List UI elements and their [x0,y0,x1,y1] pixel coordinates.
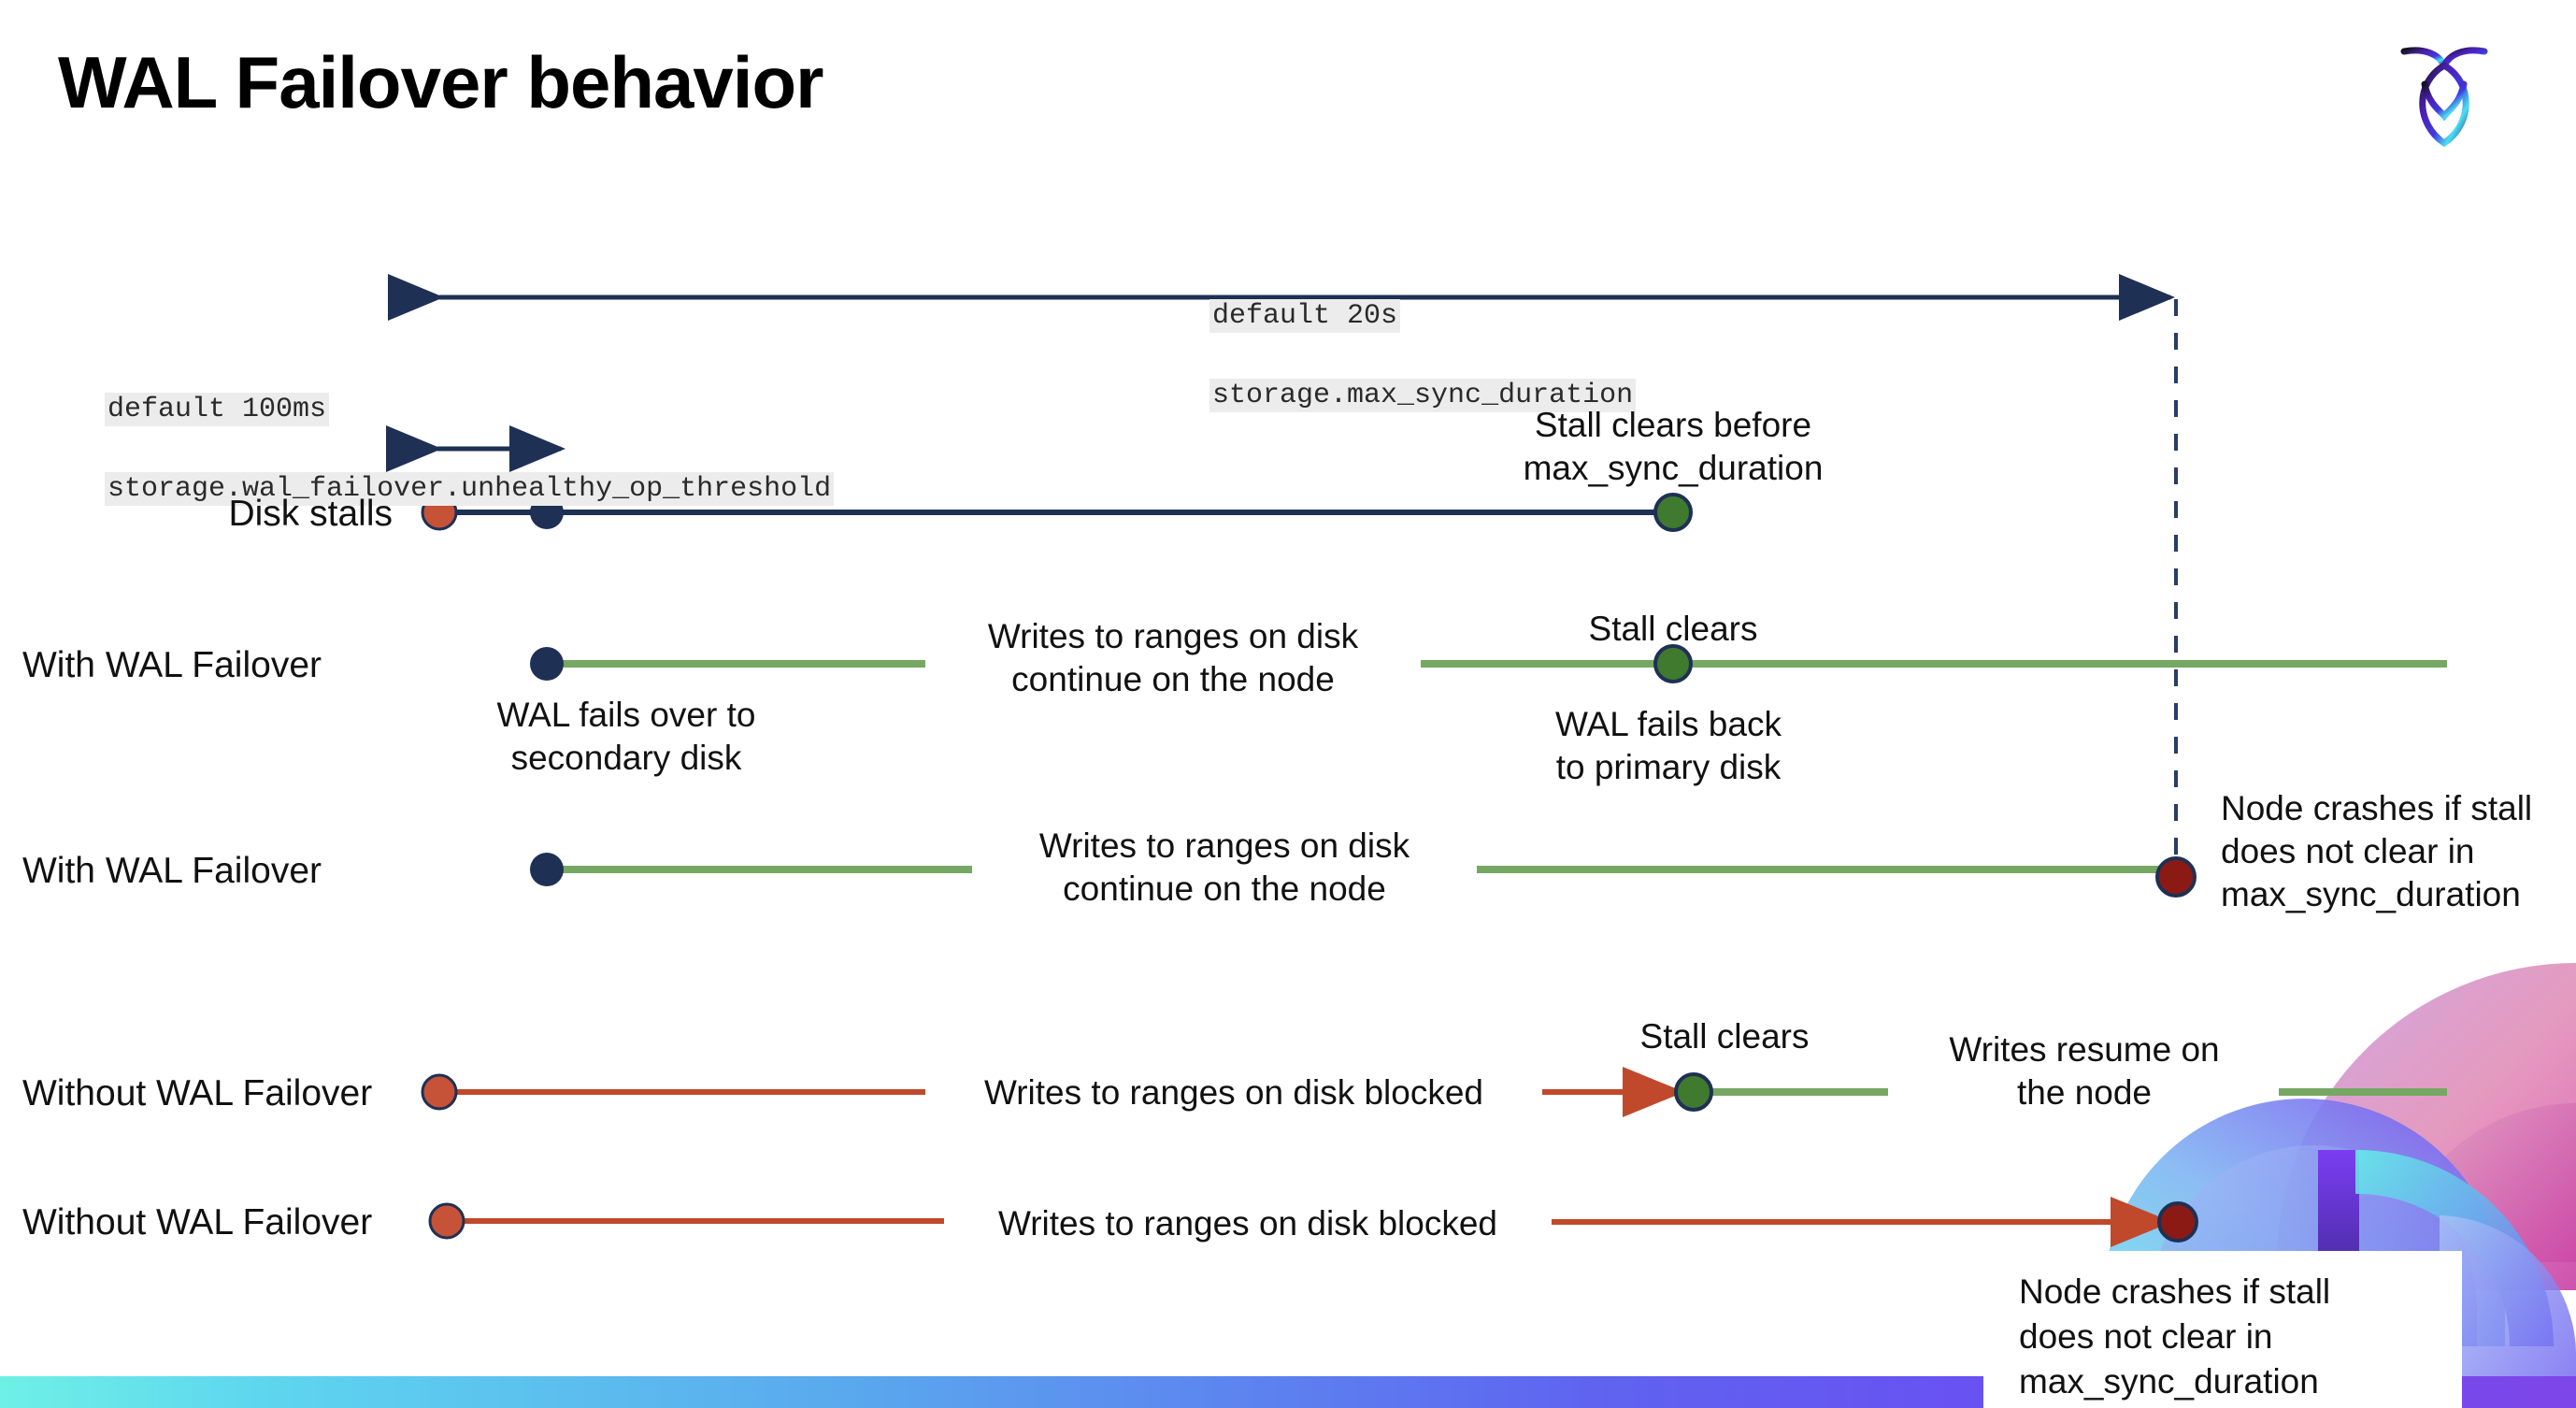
annotation-writes-continue-1: Writes to ranges on disk continue on the… [925,615,1421,701]
timeline-row-with-wal-failover-2 [530,853,2197,898]
row-label-without-wal-failover-2: Without WAL Failover [22,1202,373,1243]
max-sync-duration-setting-chip: default 20s storage.max_sync_duration [1142,256,1637,455]
node-crashes-callout: Node crashes if stall does not clear in … [1983,1251,2462,1408]
annotation-node-crashes-2: Node crashes if stall does not clear in … [2019,1272,2331,1401]
max-sync-default-label: default 20s [1209,298,1401,333]
row-label-without-wal-failover-1: Without WAL Failover [22,1073,373,1113]
annotation-stall-clears-1: Stall clears [1588,610,1758,648]
annotation-stall-clears-before: Stall clears before max_sync_duration [1523,406,1824,487]
page-title: WAL Failover behavior [58,41,823,123]
timeline-row-with-wal-failover-1 [530,644,2447,683]
annotation-wal-fails-back: WAL fails back to primary disk [1555,705,1782,786]
unhealthy-op-setting-name: storage.wal_failover.unhealthy_op_thresh… [105,471,835,506]
row-label-with-wal-failover-1: With WAL Failover [22,645,322,685]
timeline-row-without-wal-failover-1 [421,1067,2447,1117]
cockroachdb-logo-icon [2393,30,2496,151]
row-label-with-wal-failover-2: With WAL Failover [22,851,322,891]
timeline-row-without-wal-failover-2 [428,1197,2198,1247]
annotation-node-crashes-1: Node crashes if stall does not clear in … [2221,789,2533,913]
timeline-row-disk-stalls [421,493,1693,532]
annotation-writes-resume: Writes resume on the node [1949,1030,2220,1112]
annotation-stall-clears-2: Stall clears [1639,1017,1810,1056]
unhealthy-op-threshold-setting-chip: default 100ms storage.wal_failover.unhea… [37,350,835,549]
annotation-wal-fails-over: WAL fails over to secondary disk [496,696,756,777]
annotation-writes-continue-2: Writes to ranges on disk continue on the… [972,825,1477,911]
annotation-writes-blocked-2: Writes to ranges on disk blocked [944,1202,1552,1245]
row-label-disk-stalls: Disk stalls [228,494,393,534]
annotation-writes-blocked-1: Writes to ranges on disk blocked [925,1071,1542,1114]
unhealthy-op-default-label: default 100ms [105,392,330,426]
max-sync-setting-name: storage.max_sync_duration [1209,378,1637,412]
